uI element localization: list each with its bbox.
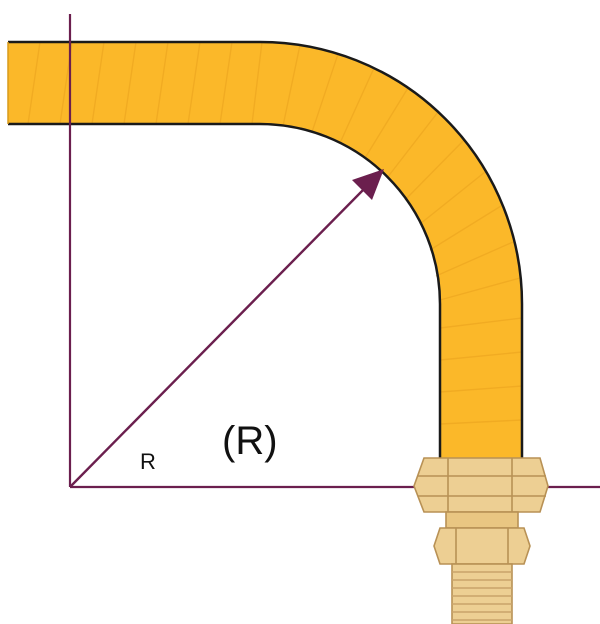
pipe-outer-edge bbox=[8, 40, 524, 462]
pipe-body bbox=[8, 42, 522, 462]
hex-nut bbox=[413, 457, 549, 513]
radius-label-small: R bbox=[140, 449, 156, 474]
radius-arrowhead-icon bbox=[352, 169, 384, 200]
pipe-stripes bbox=[27, 41, 523, 425]
thread-lines bbox=[452, 571, 512, 621]
pipe bbox=[7, 40, 524, 462]
radius-label-big: (R) bbox=[222, 419, 278, 463]
radius-arrow bbox=[69, 169, 384, 488]
threaded-stem bbox=[451, 563, 513, 624]
radius-arrow-shaft bbox=[69, 186, 367, 488]
pipe-inner-edge bbox=[8, 122, 442, 462]
pipe-fitting bbox=[413, 457, 549, 624]
second-nut bbox=[433, 527, 531, 565]
fitting-neck bbox=[445, 511, 519, 529]
